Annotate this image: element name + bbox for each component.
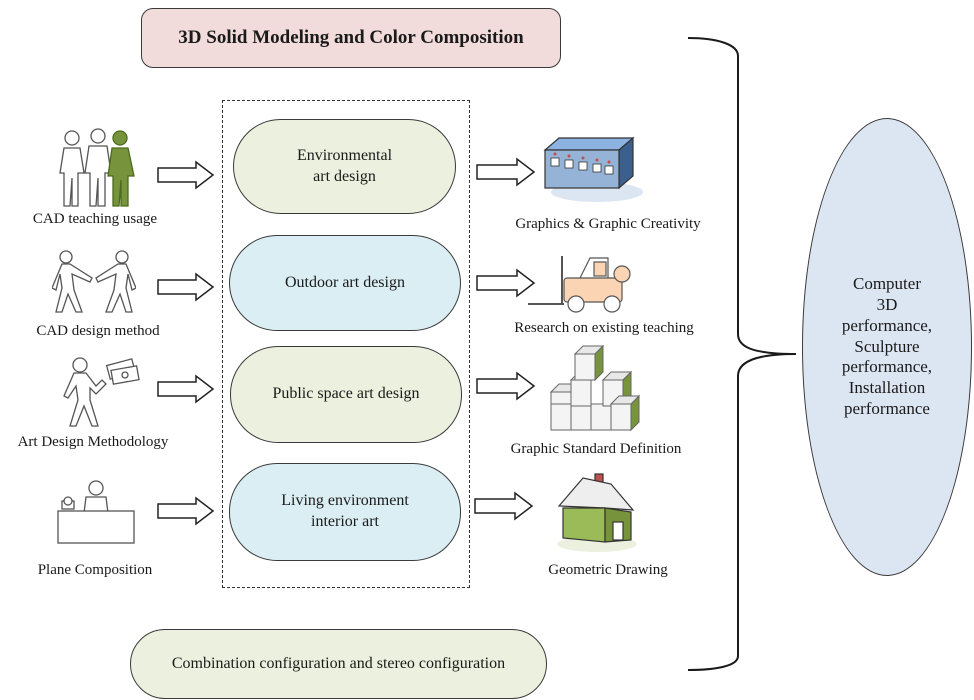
person-with-money-icon <box>62 356 142 428</box>
house-icon <box>553 470 639 554</box>
center-item-environmental: Environmental art design <box>233 119 456 214</box>
left-label: CAD design method <box>36 323 160 339</box>
arrow-right-icon <box>157 496 215 526</box>
center-item-line2: interior art <box>311 513 379 530</box>
right-label: Geometric Drawing <box>548 562 668 578</box>
center-item-line1: Outdoor art design <box>285 273 405 291</box>
arrow-right-icon <box>157 160 215 190</box>
arrow-right-icon <box>157 374 215 404</box>
right-brace <box>680 34 804 679</box>
forklift-icon <box>524 252 640 314</box>
center-item-outdoor: Outdoor art design <box>229 235 461 331</box>
center-item-line1: Environmental <box>296 146 393 164</box>
left-label: Plane Composition <box>37 562 153 578</box>
center-item-line2: art design <box>313 167 376 185</box>
outcome-line: performance <box>844 398 930 418</box>
right-label: Research on existing teaching <box>514 320 694 336</box>
center-item-living-environment: Living environment interior art <box>229 463 461 561</box>
arrow-right-icon <box>476 268 536 298</box>
people-group-icon <box>58 128 140 208</box>
outcome-ellipse: Computer 3D performance, Sculpture perfo… <box>802 118 972 576</box>
outcome-line: 3D <box>876 295 898 315</box>
arrow-right-icon <box>157 272 215 302</box>
stacked-boxes-icon <box>547 344 647 432</box>
center-item-line1: Living environment <box>281 492 409 510</box>
person-at-desk-icon <box>56 479 136 545</box>
left-label: CAD teaching usage <box>32 211 158 227</box>
right-label: Graphic Standard Definition <box>510 441 682 457</box>
outcome-line: Computer <box>852 274 921 294</box>
center-item-line1: Public space art design <box>272 385 420 403</box>
bottom-configuration-box: Combination configuration and stereo con… <box>130 629 547 699</box>
outcome-line: performance, <box>841 357 933 377</box>
arrow-right-icon <box>474 491 534 521</box>
diagram-title: 3D Solid Modeling and Color Composition <box>141 8 561 68</box>
left-label: Art Design Methodology <box>17 434 169 450</box>
arrow-right-icon <box>476 157 536 187</box>
center-item-public-space: Public space art design <box>230 346 462 443</box>
handshake-icon <box>52 250 136 314</box>
right-label: Graphics & Graphic Creativity <box>515 216 701 232</box>
outcome-line: performance, <box>841 315 933 335</box>
center-group-frame <box>222 100 470 588</box>
server-rack-icon <box>541 136 647 206</box>
arrow-right-icon <box>476 371 536 401</box>
outcome-line: Installation <box>848 378 926 398</box>
outcome-line: Sculpture <box>854 336 920 356</box>
